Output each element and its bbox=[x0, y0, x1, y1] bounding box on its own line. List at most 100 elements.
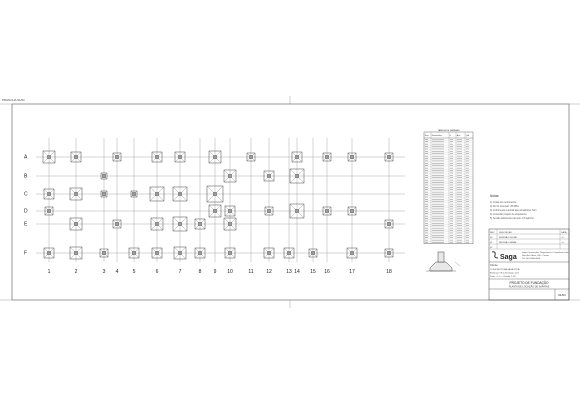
schedule-title: TABELA DE SAPATAS bbox=[438, 129, 461, 132]
schedule-frame bbox=[423, 131, 474, 244]
note-line: 4) Consultar projeto de arquitetura bbox=[490, 213, 527, 216]
footing bbox=[70, 151, 82, 163]
revision-cell: --/-- bbox=[561, 237, 565, 239]
footing-slope-line bbox=[328, 158, 332, 162]
footing-slope-line bbox=[328, 152, 332, 156]
footing-slope-line bbox=[390, 248, 394, 252]
revision-cell: EMISSÃO INICIAL bbox=[499, 236, 518, 239]
revision-cell: 02 bbox=[490, 247, 493, 249]
grid-column-label: 12 bbox=[266, 269, 272, 275]
footing bbox=[100, 172, 108, 180]
footing-slope-line bbox=[231, 254, 236, 259]
footing-slope-line bbox=[135, 190, 138, 193]
note-line: 3) Cobrimento nominal das armaduras: 5cm bbox=[490, 209, 537, 212]
grid-column-label: 6 bbox=[156, 269, 159, 275]
footing bbox=[99, 248, 109, 258]
grid-column-label: 1 bbox=[48, 269, 51, 275]
footing-slope-line bbox=[283, 247, 288, 252]
column-pillar bbox=[132, 251, 136, 255]
footing-slope-line bbox=[50, 254, 55, 259]
footing-slope-line bbox=[151, 151, 156, 156]
footing-slope-line bbox=[270, 212, 274, 216]
column-pillar bbox=[74, 222, 78, 226]
footing bbox=[43, 188, 55, 200]
footing-slope-line bbox=[384, 219, 388, 223]
footing bbox=[289, 203, 305, 219]
footing-slope-line bbox=[298, 203, 305, 210]
footing-slope-line bbox=[172, 225, 179, 232]
client-line: CONSTRUTORA SAGA LTDA bbox=[490, 268, 520, 271]
footing bbox=[246, 152, 256, 162]
footing bbox=[174, 151, 186, 163]
footing-slope-line bbox=[346, 247, 351, 252]
footing-slope-line bbox=[151, 247, 156, 252]
footing bbox=[346, 247, 358, 259]
footing bbox=[194, 218, 206, 230]
footing bbox=[69, 246, 83, 260]
footing-slope-line bbox=[216, 212, 222, 218]
note-line: 2) fck do concreto: 25 MPa bbox=[490, 205, 519, 208]
footing-slope-line bbox=[298, 177, 305, 184]
footing-slope-line bbox=[69, 254, 75, 260]
footing-slope-line bbox=[298, 151, 303, 156]
footing-slope-line bbox=[50, 206, 54, 210]
footing-slope-line bbox=[118, 158, 122, 162]
footing-slope-line bbox=[77, 225, 83, 231]
footing bbox=[223, 217, 237, 231]
footing-slope-line bbox=[264, 212, 268, 216]
footing-slope-line bbox=[158, 195, 165, 202]
footing-slope-line bbox=[135, 195, 138, 198]
schedule-header: Aço bbox=[457, 134, 461, 137]
footing-slope-line bbox=[270, 247, 275, 252]
column-pillar bbox=[47, 155, 51, 159]
revision-cell: DESCRIÇÃO bbox=[499, 231, 512, 234]
footing bbox=[112, 152, 122, 162]
notes-title: Notas: bbox=[490, 194, 499, 198]
footing-slope-line bbox=[346, 254, 351, 259]
grid-column-label: 3 bbox=[103, 269, 106, 275]
footing-slope-line bbox=[263, 254, 268, 259]
footing bbox=[322, 206, 332, 216]
footing-slope-line bbox=[42, 150, 48, 156]
notes-block: Notas: 1) Cotas em centímetros 2) fck do… bbox=[490, 194, 537, 220]
client-line: Endereço: Rua Exemplo, 123 bbox=[490, 272, 519, 275]
column-pillar bbox=[47, 209, 51, 213]
footing-slope-line bbox=[50, 195, 55, 200]
footing bbox=[172, 186, 188, 202]
footing bbox=[149, 186, 165, 202]
note-line: 1) Cotas em centímetros bbox=[490, 201, 517, 204]
column-pillar bbox=[74, 192, 78, 196]
footing-slope-line bbox=[181, 151, 186, 156]
footing bbox=[42, 150, 56, 164]
footing bbox=[322, 152, 332, 162]
column-pillar bbox=[213, 192, 217, 196]
footing-slope-line bbox=[353, 152, 357, 156]
footing-slope-line bbox=[384, 254, 388, 258]
footing-slope-line bbox=[181, 158, 186, 163]
column-pillar bbox=[155, 155, 159, 159]
footing-slope-line bbox=[390, 219, 394, 223]
footing-slope-line bbox=[308, 254, 312, 258]
footing-slope-line bbox=[390, 158, 394, 162]
footing-slope-line bbox=[298, 212, 305, 219]
client-label: Cliente: bbox=[490, 264, 498, 267]
footing-slope-line bbox=[224, 247, 229, 252]
footing-slope-line bbox=[201, 254, 206, 259]
footing-slope-line bbox=[158, 217, 164, 223]
footing-slope-line bbox=[181, 195, 188, 202]
footing-slope-line bbox=[246, 152, 250, 156]
footing-slope-line bbox=[100, 195, 103, 198]
footing-slope-line bbox=[77, 254, 83, 260]
footing-slope-line bbox=[158, 247, 163, 252]
grid-row-label: D bbox=[24, 209, 28, 215]
schedule-header: Sap. bbox=[425, 135, 430, 137]
column-pillar bbox=[155, 222, 159, 226]
footing-slope-line bbox=[223, 225, 229, 231]
footing-slope-line bbox=[128, 254, 133, 259]
footing-slope-line bbox=[384, 152, 388, 156]
footing-slope-line bbox=[42, 158, 48, 164]
footing-slope-line bbox=[298, 168, 305, 175]
column-pillar bbox=[47, 251, 51, 255]
